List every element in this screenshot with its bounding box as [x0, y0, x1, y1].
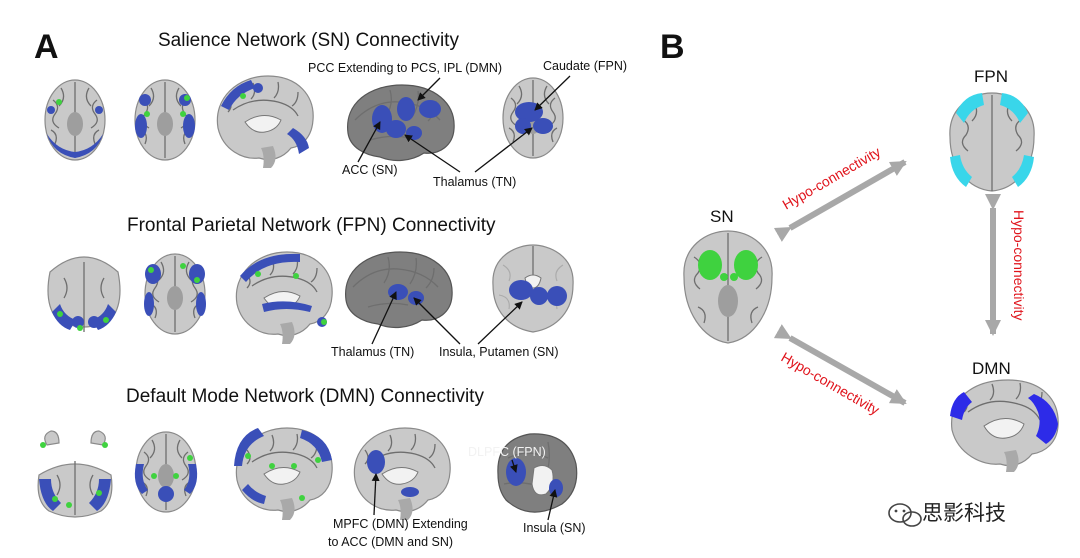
edge-label-fpn-dmn: Hypo-connectivity — [1011, 210, 1027, 321]
sn-brain-5 — [503, 78, 563, 158]
panel-a-letter: A — [34, 28, 59, 66]
row-title-dmn: Default Mode Network (DMN) Connectivity — [126, 386, 484, 407]
fpn-brain-4 — [346, 252, 453, 327]
node-label-fpn: FPN — [974, 67, 1008, 86]
dmn-brain-1 — [38, 431, 112, 517]
ann-pcc: PCC Extending to PCS, IPL (DMN) — [308, 61, 502, 75]
sn-brain-1 — [45, 80, 105, 160]
ann-insula-putamen: Insula, Putamen (SN) — [439, 345, 559, 359]
dmn-brain-3 — [234, 428, 332, 520]
dmn-brain-4 — [354, 428, 450, 520]
panel-b-letter: B — [660, 28, 685, 66]
fpn-brain-2 — [144, 254, 206, 334]
fpn-brain-1 — [48, 257, 120, 332]
row-title-fpn: Frontal Parietal Network (FPN) Connectiv… — [127, 215, 496, 236]
sn-node-brain — [684, 231, 772, 343]
sn-brain-2 — [135, 80, 195, 160]
ann-dlpfc: DLPFC (FPN) — [468, 445, 546, 459]
dmn-node-brain — [950, 380, 1058, 472]
row-title-sn: Salience Network (SN) Connectivity — [158, 30, 459, 51]
watermark-text: 思影科技 — [922, 501, 1006, 525]
ann-thalamus-sn: Thalamus (TN) — [433, 175, 516, 189]
sn-brain-3 — [217, 76, 313, 168]
node-label-sn: SN — [710, 207, 734, 226]
fpn-node-brain — [950, 93, 1034, 191]
ann-acc: ACC (SN) — [342, 163, 398, 177]
ann-mpfc-1: MPFC (DMN) Extending — [333, 517, 468, 531]
ann-caudate: Caudate (FPN) — [543, 59, 627, 73]
dmn-brain-2 — [135, 432, 197, 512]
wechat-logo-icon — [889, 504, 921, 526]
node-label-dmn: DMN — [972, 359, 1011, 378]
ann-mpfc-2: to ACC (DMN and SN) — [328, 535, 453, 549]
ann-insula-dmn: Insula (SN) — [523, 521, 586, 535]
ann-thalamus-fpn: Thalamus (TN) — [331, 345, 414, 359]
sn-brain-4 — [348, 85, 455, 160]
fpn-brain-3 — [236, 252, 332, 344]
